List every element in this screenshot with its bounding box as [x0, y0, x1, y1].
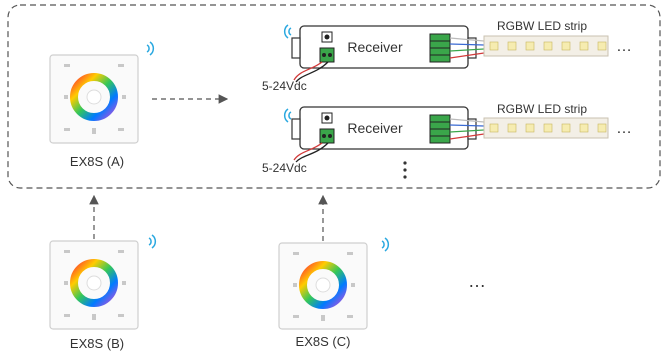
- panel-c-color-ring: [299, 261, 347, 309]
- panel-a-label: EX8S (A): [70, 154, 124, 169]
- panel-c: EX8S (C): [278, 194, 390, 349]
- panel-b-center-button: [86, 275, 102, 291]
- receiver-2: Receiver 5-24Vdc RGBW LED strip …: [262, 102, 632, 175]
- panel-c-touch-keys: [293, 252, 355, 321]
- panels-continuation: …: [468, 271, 486, 291]
- panel-a-center-button: [86, 89, 102, 105]
- receiver-1: Receiver 5-24Vdc RGBW LED strip …: [262, 19, 632, 93]
- receiver-2-power-wires: [293, 142, 329, 163]
- wireless-icon: [146, 41, 155, 56]
- strip-2-label: RGBW LED strip: [497, 102, 587, 116]
- receiver-1-label: Receiver: [347, 39, 403, 55]
- receiver-2-output-terminal: [429, 114, 451, 144]
- receiver-2-end-cap: [467, 118, 477, 140]
- group-boundary: [7, 4, 661, 189]
- wireless-icon: [283, 24, 292, 39]
- panel-b-touch-keys: [64, 250, 126, 320]
- panel-b-label: EX8S (B): [70, 336, 124, 351]
- receiver-1-power-terminal: [319, 47, 335, 63]
- panel-c-label: EX8S (C): [296, 334, 351, 349]
- receiver-2-button: [321, 112, 333, 124]
- strip-1-continuation: …: [616, 38, 632, 55]
- panel-a-touch-keys: [64, 64, 126, 134]
- receivers-continuation: [403, 161, 407, 179]
- receiver-2-wires: [449, 118, 485, 140]
- strip-1-label: RGBW LED strip: [497, 19, 587, 33]
- panel-a: EX8S (A): [49, 41, 155, 169]
- receiver-1-button: [321, 31, 333, 43]
- receiver-1-wires: [449, 37, 485, 59]
- wireless-icon: [381, 237, 390, 252]
- panel-a-color-ring: [70, 73, 118, 121]
- receiver-1-end-cap: [467, 37, 477, 59]
- led-strip-2: [483, 117, 609, 139]
- receiver-2-power-terminal: [319, 128, 335, 144]
- receiver-2-label: Receiver: [347, 120, 403, 136]
- led-strip-1: [483, 35, 609, 57]
- receiver-1-power-label: 5-24Vdc: [262, 79, 307, 93]
- receiver-2-power-label: 5-24Vdc: [262, 161, 307, 175]
- panel-c-center-button: [315, 277, 331, 293]
- receiver-1-output-terminal: [429, 33, 451, 63]
- wireless-icon: [283, 108, 292, 123]
- receiver-1-end-cap: [291, 37, 301, 59]
- panel-b-color-ring: [70, 259, 118, 307]
- receiver-2-end-cap: [291, 118, 301, 140]
- strip-2-continuation: …: [616, 120, 632, 137]
- receiver-1-power-wires: [293, 61, 329, 83]
- wireless-icon: [148, 234, 157, 249]
- panel-b: EX8S (B): [49, 194, 157, 351]
